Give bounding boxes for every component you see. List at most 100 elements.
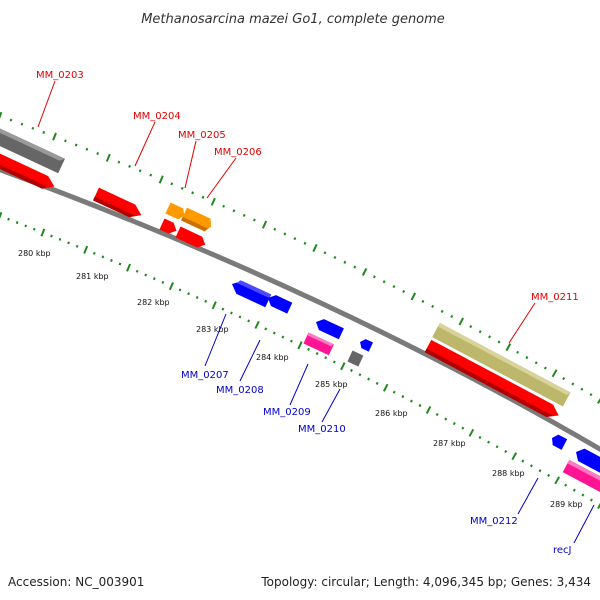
outer-minor-tick (402, 289, 406, 294)
gene-label-recj: recJ (553, 545, 572, 556)
gene-feature-recj (562, 459, 600, 496)
inner-major-tick (340, 362, 346, 371)
outer-major-tick (105, 153, 111, 162)
scale-label-283: 283 kbp (196, 325, 229, 334)
outer-major-tick (312, 243, 318, 253)
inner-minor-tick (315, 352, 319, 356)
gene-feature-mm0211 (424, 339, 559, 417)
leader-line-mm0210 (321, 388, 341, 423)
inner-minor-tick (58, 237, 62, 241)
outer-minor-tick (273, 227, 277, 231)
outer-minor-tick (283, 232, 287, 236)
scale-label-284: 284 kbp (256, 353, 289, 362)
inner-minor-tick (101, 255, 105, 259)
gene-label-mm0206: MM_0206 (214, 147, 262, 158)
inner-minor-tick (118, 262, 122, 266)
outer-major-tick (158, 175, 164, 184)
outer-minor-tick (42, 130, 46, 134)
gene-feature-mm0209 (316, 319, 344, 340)
gene-arrow-mm0210 (347, 350, 364, 367)
gene-features (0, 120, 600, 496)
inner-minor-tick (75, 244, 79, 248)
gene-feature-mm0210-blue (360, 339, 373, 352)
inner-minor-tick (152, 277, 156, 281)
inner-minor-tick (281, 335, 285, 339)
inner-minor-tick (452, 422, 456, 426)
inner-minor-tick (401, 395, 405, 399)
inner-minor-tick (144, 273, 148, 277)
outer-minor-tick (201, 195, 205, 199)
genome-summary-label: Topology: circular; Length: 4,096,345 bp… (260, 575, 591, 589)
inner-major-tick (0, 211, 3, 219)
inner-minor-tick (358, 373, 362, 377)
inner-minor-tick (581, 493, 585, 497)
scale-label-282: 282 kbp (137, 298, 170, 307)
inner-minor-tick (504, 450, 508, 454)
gene-feature-mm0206 (181, 207, 212, 232)
inner-major-tick (40, 228, 46, 237)
inner-major-tick (126, 263, 132, 272)
outer-minor-tick (543, 366, 547, 370)
leader-line-mm0205 (184, 140, 197, 189)
inner-minor-tick (161, 280, 165, 284)
inner-minor-tick (392, 390, 396, 394)
outer-major-tick (210, 197, 216, 206)
gene-arrow-mm0209-light (307, 332, 334, 347)
outer-minor-tick (333, 255, 337, 260)
scale-label-289: 289 kbp (550, 500, 583, 509)
inner-tick-row (0, 211, 600, 509)
gene-arrow-recj-blue (576, 448, 600, 477)
gene-arrow-mm0211-dark (424, 348, 553, 417)
outer-minor-tick (191, 191, 195, 195)
inner-minor-tick (529, 464, 533, 468)
gene-label-mm0204: MM_0204 (133, 111, 181, 122)
scale-label-285: 285 kbp (315, 380, 348, 389)
inner-minor-tick (487, 440, 490, 444)
inner-minor-tick (24, 224, 28, 228)
outer-minor-tick (242, 213, 246, 217)
outer-minor-tick (128, 164, 132, 168)
gene-label-mm0209: MM_0209 (263, 407, 311, 418)
outer-major-tick (361, 267, 368, 276)
inner-major-tick (254, 320, 260, 329)
outer-minor-tick (440, 309, 444, 313)
outer-minor-tick (497, 340, 501, 344)
leader-line-recj (573, 504, 595, 544)
inner-minor-tick (538, 469, 542, 473)
outer-minor-tick (252, 218, 256, 222)
inner-minor-tick (187, 292, 191, 296)
gene-arrow-mm0210-blue (360, 339, 373, 352)
outer-minor-tick (180, 186, 184, 190)
gene-feature-mm0206-red (175, 226, 206, 248)
outer-minor-tick (96, 152, 100, 155)
outer-minor-tick (9, 118, 13, 122)
gene-label-mm0205: MM_0205 (178, 130, 226, 141)
leader-line-mm0203 (37, 80, 56, 128)
inner-minor-tick (204, 299, 208, 303)
gene-arrow-mm0203-a-top (0, 120, 65, 161)
outer-major-tick (551, 369, 558, 378)
outer-minor-tick (431, 304, 435, 308)
outer-minor-tick (31, 126, 35, 130)
gene-label-mm0210: MM_0210 (298, 424, 346, 435)
outer-minor-tick (372, 275, 376, 279)
inner-minor-tick (572, 488, 576, 492)
gene-arrow-mm0205 (165, 202, 185, 220)
inner-minor-tick (32, 227, 36, 231)
outer-minor-tick (525, 356, 529, 360)
outer-major-tick (597, 398, 600, 404)
gene-arrow-recj (562, 459, 600, 496)
inner-minor-tick (435, 412, 439, 417)
gene-arrow-mm0204-dark (93, 196, 135, 218)
gene-feature-mm0205 (165, 202, 185, 220)
leader-line-mm0208 (239, 339, 261, 382)
gene-label-mm0207: MM_0207 (181, 370, 229, 381)
outer-tick-row (0, 111, 600, 404)
inner-major-tick (168, 282, 174, 291)
gene-feature-mm0203 (0, 120, 65, 174)
gene-arrow-mm0207-light (236, 280, 272, 299)
leader-line-mm0211 (508, 302, 536, 344)
accession-label: Accession: NC_003901 (8, 575, 144, 589)
gene-arrow-mm0211-khaki (432, 322, 571, 407)
leader-line-mm0212 (517, 477, 539, 515)
